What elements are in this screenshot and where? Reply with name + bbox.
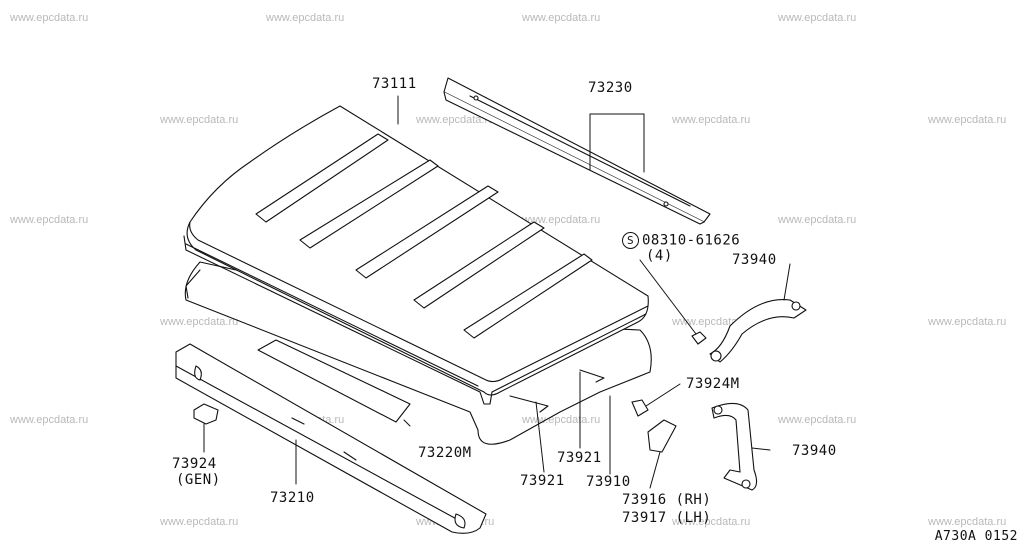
watermark-text: www.epcdata.ru [928,316,1007,328]
label-lining-tab-right[interactable]: 73921 [557,450,602,466]
label-header-rail[interactable]: 73210 [270,490,315,506]
watermark-text: www.epcdata.ru [160,114,239,126]
label-clip-gen-note: (GEN) [176,472,221,488]
header-rail-shape [175,343,487,534]
label-roof-panel[interactable]: 73111 [372,76,417,92]
label-lining-tab-left[interactable]: 73921 [520,473,565,489]
label-roof-lining[interactable]: 73910 [586,474,631,490]
label-bolt-qty: (4) [646,248,673,264]
bracket-shape [647,419,677,453]
watermark-text: www.epcdata.ru [778,414,857,426]
watermark-text: www.epcdata.ru [160,516,239,528]
roof-rail-shape [443,77,711,225]
watermark-text: www.epcdata.ru [522,214,601,226]
label-clip-m[interactable]: 73924M [686,376,740,392]
leader-lines [203,95,791,489]
watermark-text: www.epcdata.ru [416,114,495,126]
watermark-text: www.epcdata.ru [10,414,89,426]
clip-m-shape [631,399,649,417]
clip-gen-shape [193,403,219,425]
watermark-text: www.epcdata.ru [778,12,857,24]
watermark-text: www.epcdata.ru [10,214,89,226]
label-roof-rail[interactable]: 73230 [588,80,633,96]
watermark-text: www.epcdata.ru [10,12,89,24]
lining-tab-left-shape [509,395,549,413]
watermark-text: www.epcdata.ru [522,12,601,24]
label-clip-gen[interactable]: 73924 [172,456,217,472]
roof-panel-shape [183,105,649,405]
watermark-text: www.epcdata.ru [522,414,601,426]
label-bracket-rh[interactable]: 73916 (RH) [622,492,712,508]
label-bracket-lh[interactable]: 73917 (LH) [622,510,712,526]
label-assist-grip-upper[interactable]: 73940 [732,252,777,268]
label-roof-pad[interactable]: 73220M [418,445,472,461]
watermark-text: www.epcdata.ru [160,316,239,328]
watermark-text: www.epcdata.ru [928,114,1007,126]
watermark-text: www.epcdata.ru [672,516,751,528]
diagram-code: A730A 0152 [934,529,1018,544]
roof-lining-shape [184,261,652,445]
lining-tab-right-shape [579,369,605,383]
watermark-text: www.epcdata.ru [266,12,345,24]
bolt-shape [691,331,707,345]
watermark-text: www.epcdata.ru [778,214,857,226]
assist-grip-upper-shape [709,298,807,363]
watermark-text: www.epcdata.ru [672,114,751,126]
label-assist-grip-lower[interactable]: 73940 [792,443,837,459]
roof-pad-shape [257,339,411,423]
label-bolt-code: 08310-61626 [642,232,741,249]
assist-grip-lower-shape [711,402,758,491]
watermark-text: www.epcdata.ru [928,516,1007,528]
standard-part-symbol-icon: S [622,232,639,249]
